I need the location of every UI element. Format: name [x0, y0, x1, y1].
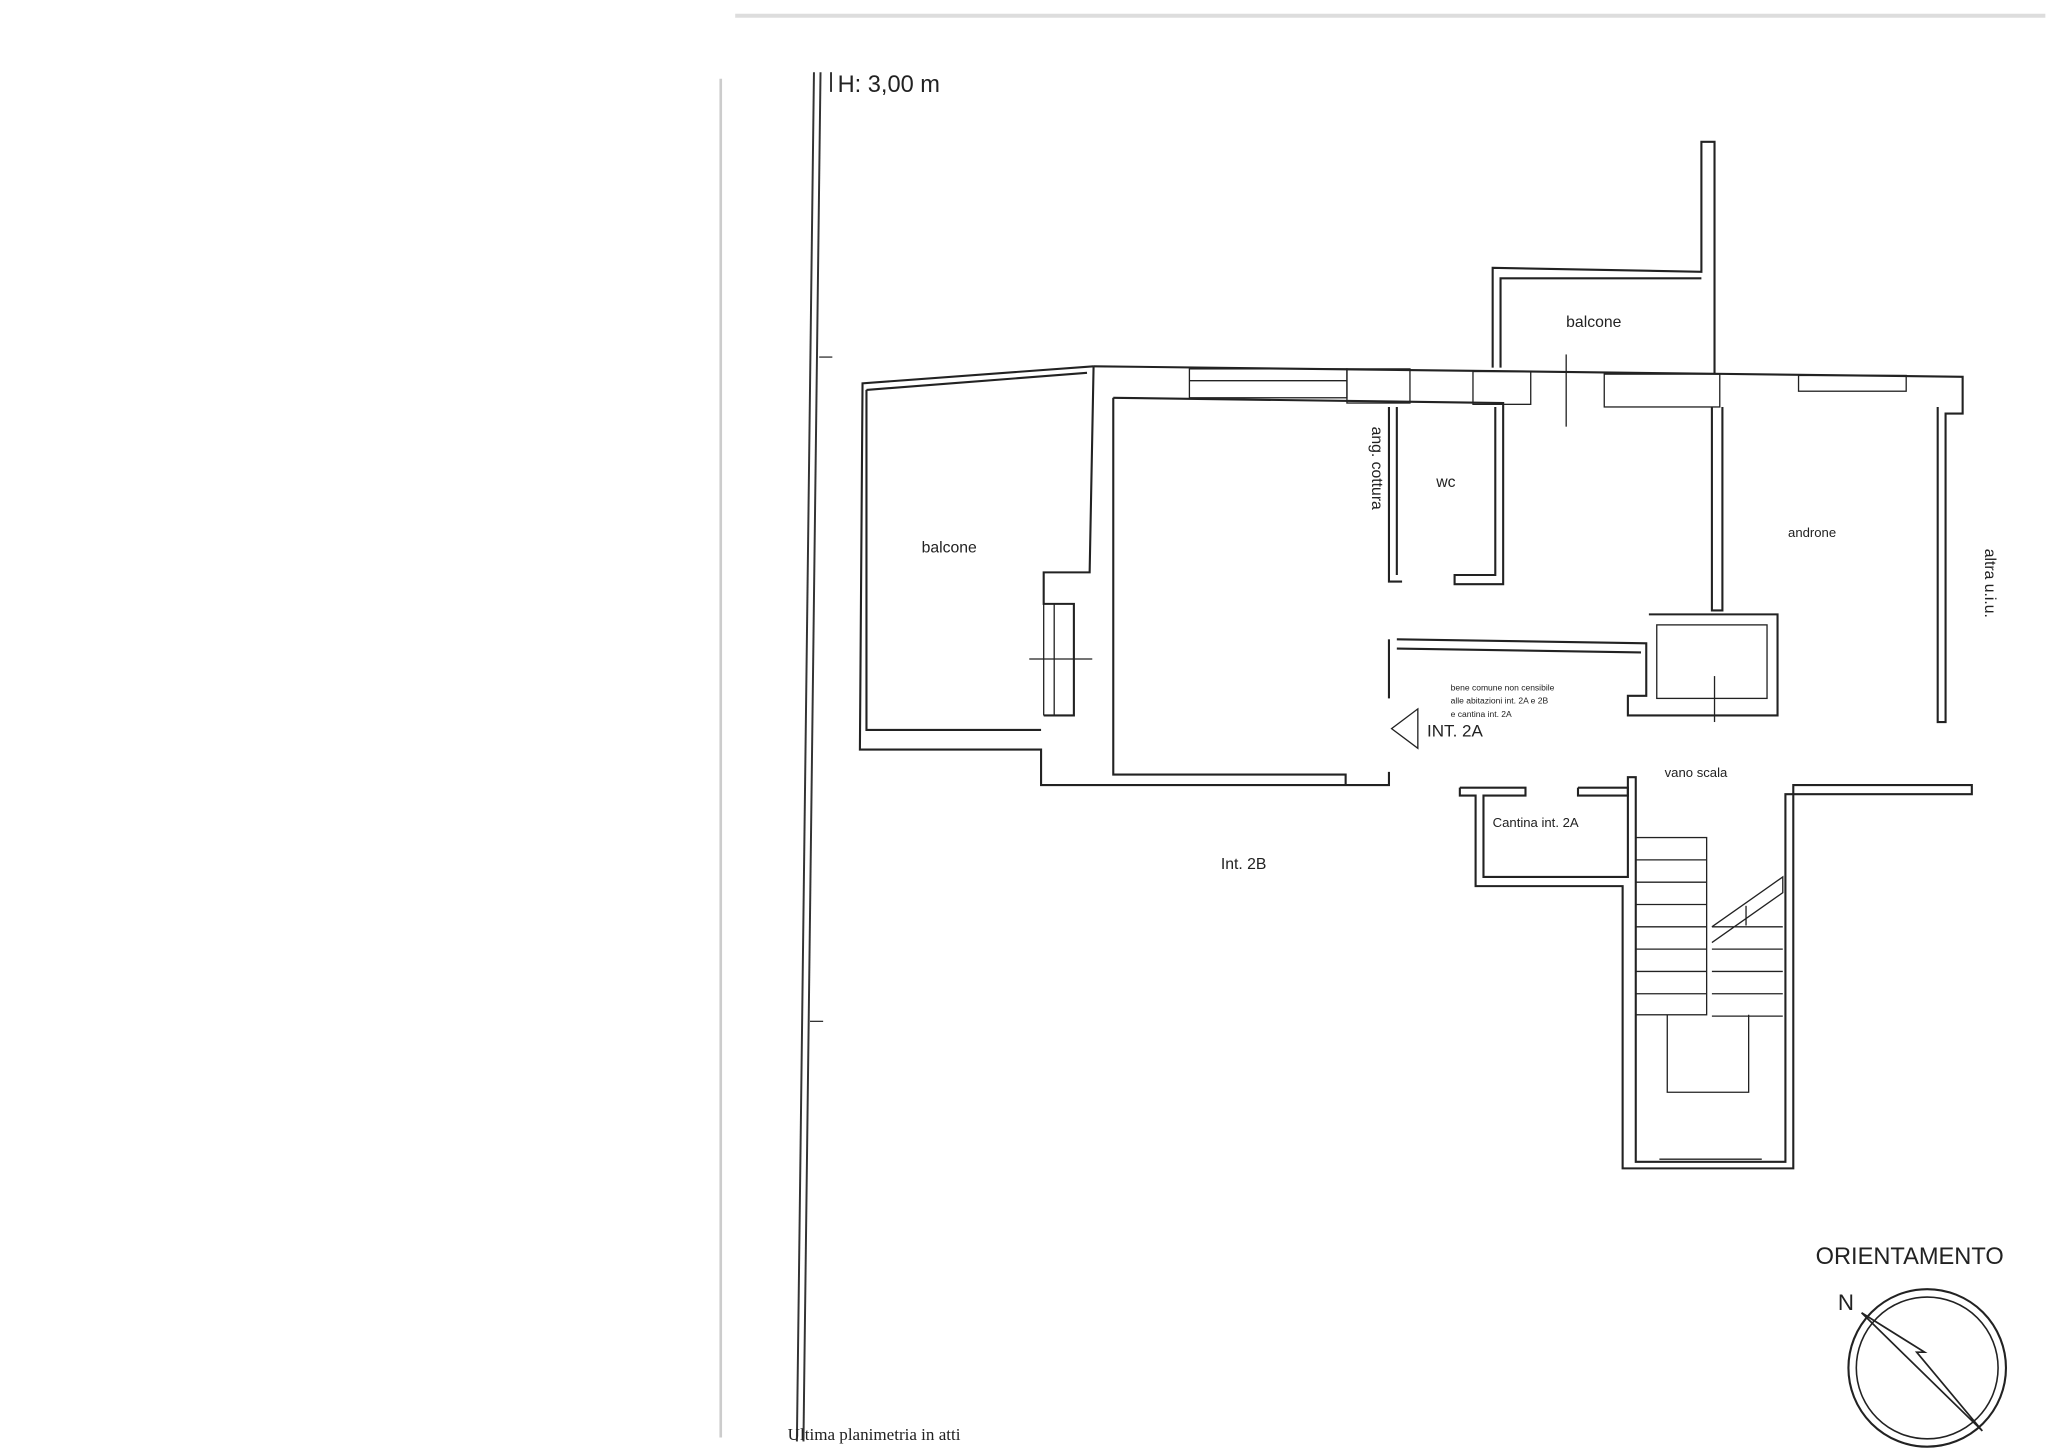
room-label-stairs: vano scala	[1665, 765, 1728, 780]
walls	[858, 140, 1973, 1170]
room-label-int-2b: Int. 2B	[1221, 856, 1267, 873]
room-label-wc: wc	[1435, 474, 1455, 491]
room-label-androne: androne	[1788, 525, 1836, 540]
room-label-balcone-left: balcone	[922, 540, 977, 557]
common-area-note: bene comune non censibile alle abitazion…	[1451, 683, 1557, 719]
footer-note: Ultima planimetria in atti	[788, 1425, 961, 1444]
room-label-kitchen: ang. cottura	[1368, 427, 1385, 510]
compass: ORIENTAMENTO N	[1816, 1244, 2008, 1448]
label-other-unit: altra u.i.u.	[1981, 549, 1998, 618]
compass-north: N	[1838, 1290, 1854, 1315]
room-label-cellar: Cantina int. 2A	[1493, 815, 1579, 830]
room-label-balcone-top: balcone	[1566, 314, 1621, 331]
entrance-label: INT. 2A	[1427, 721, 1484, 740]
north-arrow-icon	[1860, 1312, 1983, 1432]
height-label: H: 3,00 m	[838, 72, 940, 98]
compass-title: ORIENTAMENTO	[1816, 1244, 2004, 1270]
margin-line	[795, 72, 833, 1442]
